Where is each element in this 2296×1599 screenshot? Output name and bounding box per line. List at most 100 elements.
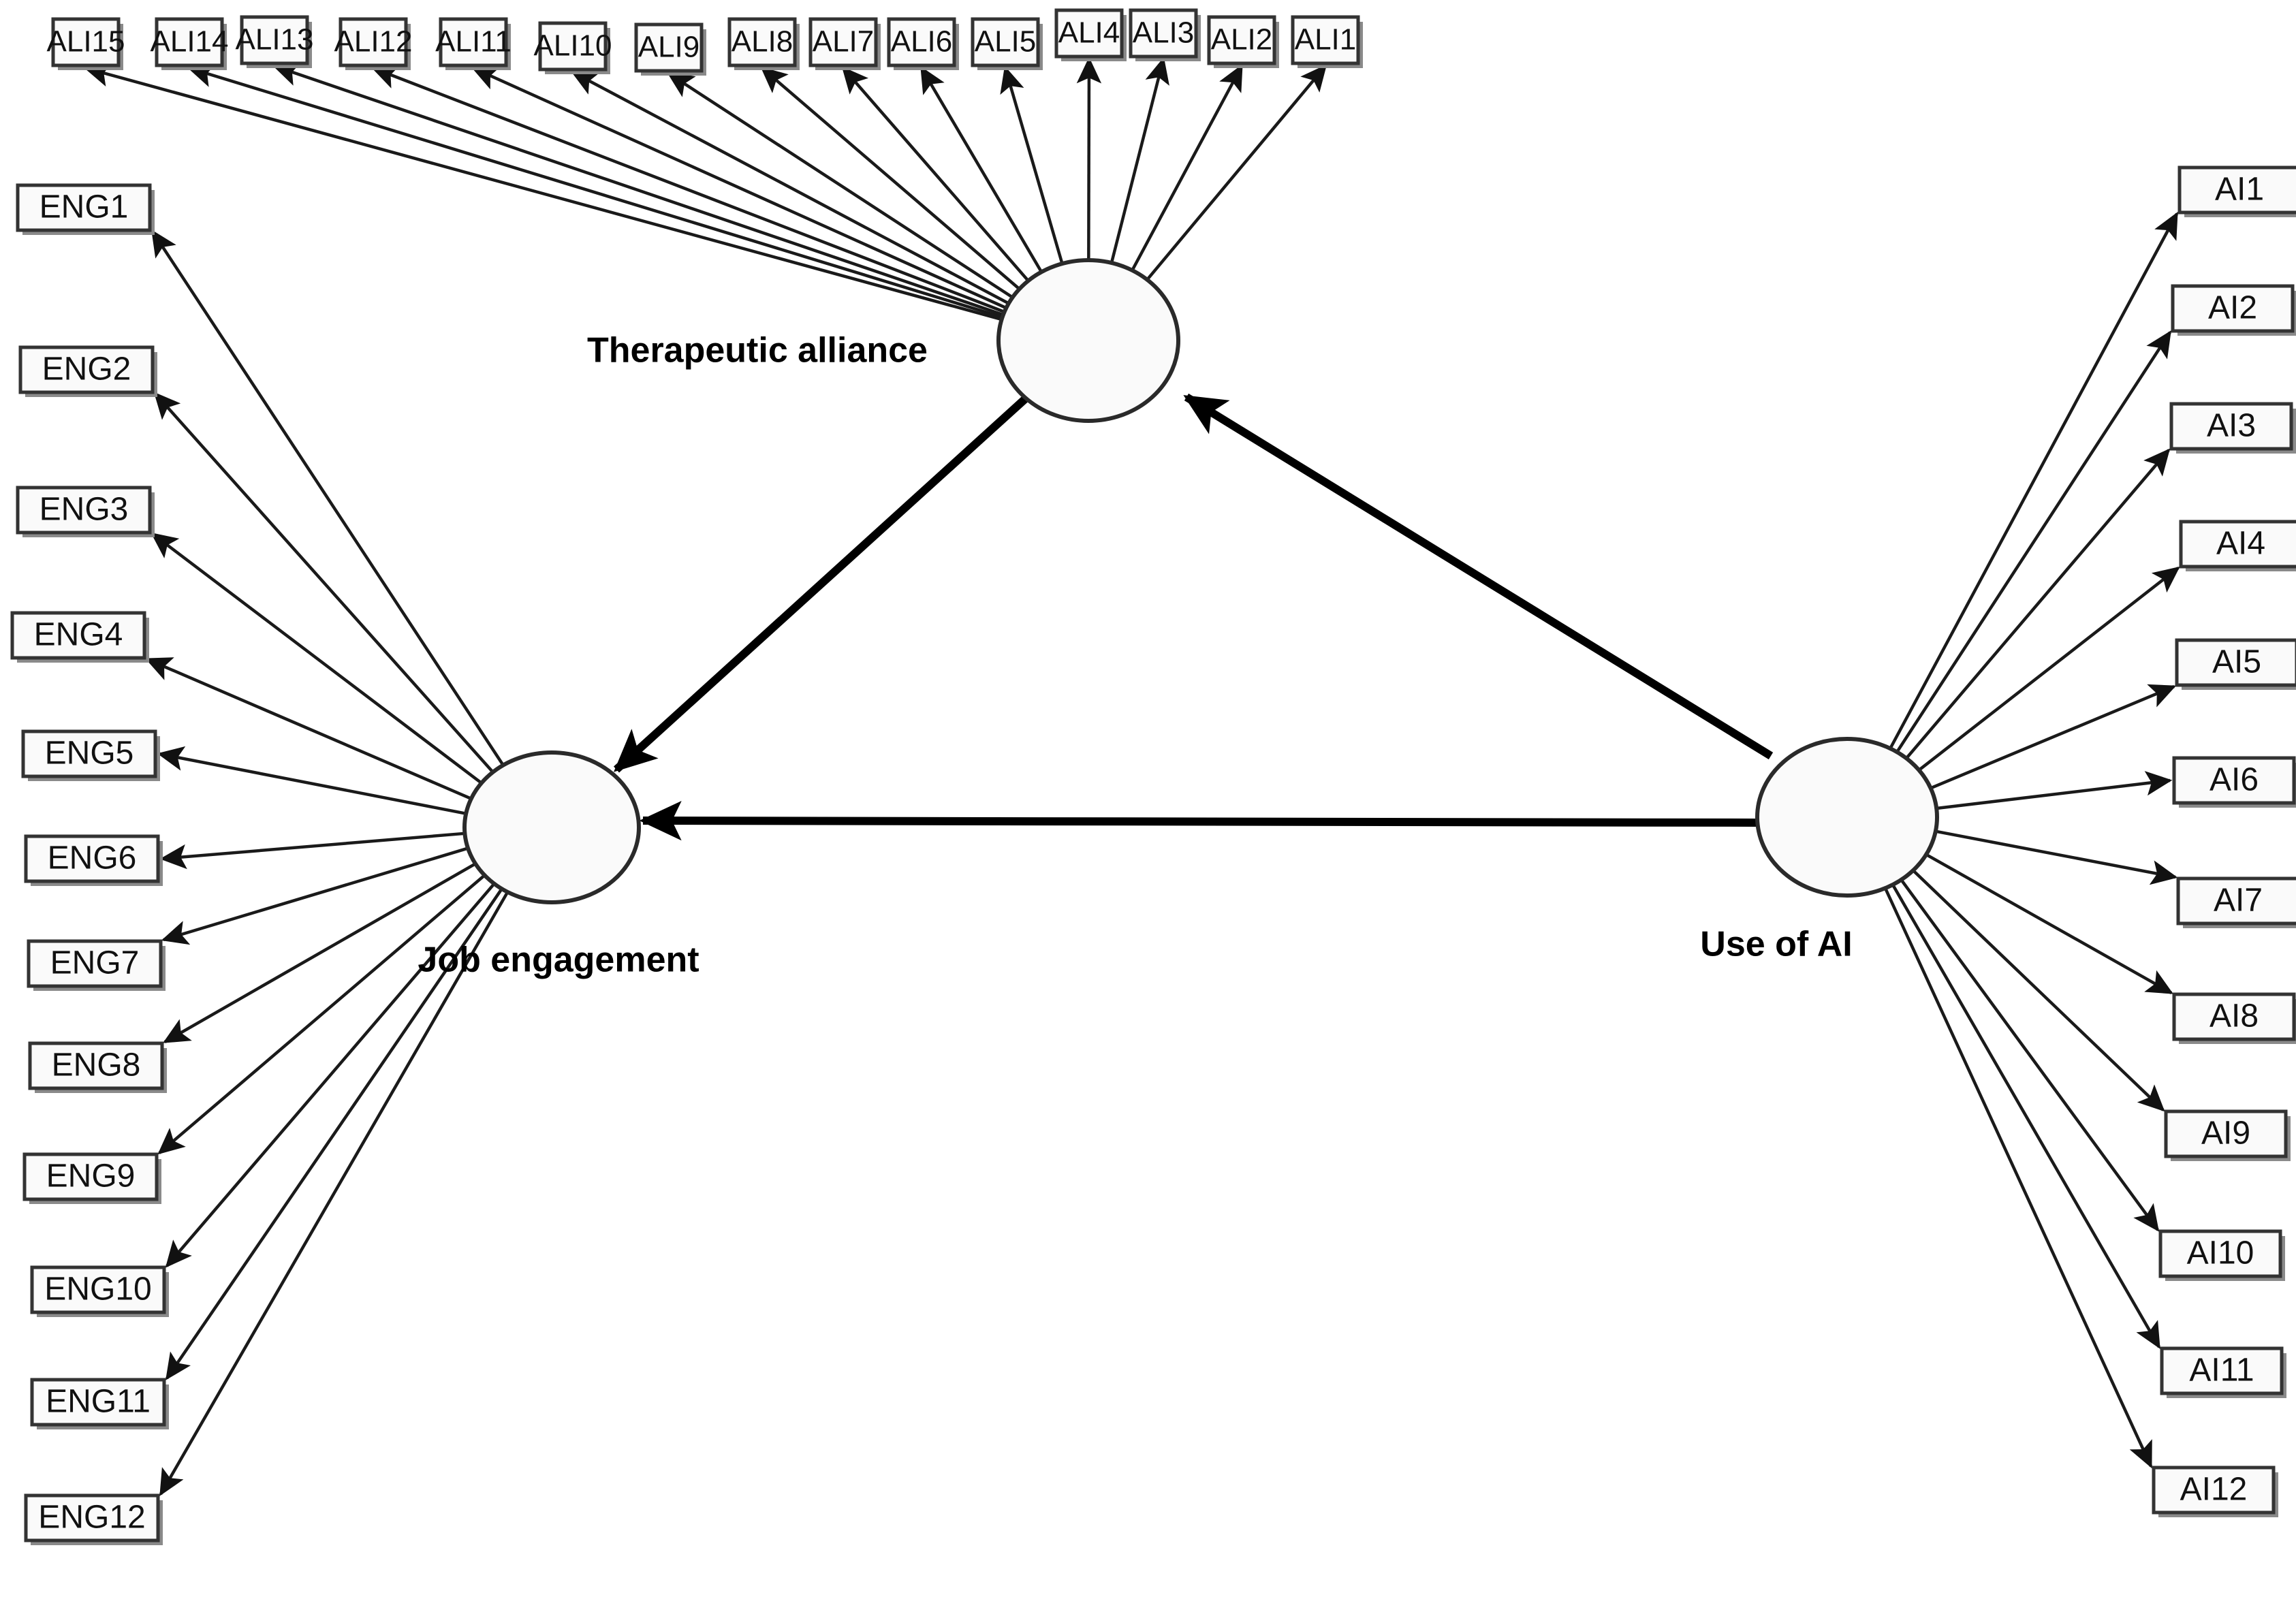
latent-variable-node[interactable] <box>1755 737 1939 898</box>
measurement-arrow <box>1883 887 2153 1469</box>
indicator-label: ENG9 <box>46 1158 136 1194</box>
indicator-label: ALI14 <box>151 25 229 59</box>
indicator-label: ENG7 <box>50 945 140 981</box>
indicator-box[interactable] <box>2160 1346 2284 1395</box>
measurement-arrow <box>161 846 469 945</box>
indicator-label: ALI5 <box>975 25 1037 59</box>
indicator-box[interactable] <box>1054 8 1124 59</box>
indicator-box[interactable] <box>727 17 797 67</box>
indicator-box[interactable] <box>971 17 1040 67</box>
indicator-box[interactable] <box>2152 1466 2276 1515</box>
indicator-label: ALI15 <box>47 25 125 59</box>
measurement-arrow <box>1918 566 2180 772</box>
indicator-box[interactable] <box>27 939 163 988</box>
measurement-arrow <box>153 392 494 774</box>
indicator-box[interactable] <box>16 486 152 535</box>
measurement-arrow <box>1935 829 2178 885</box>
indicator-box[interactable] <box>2175 638 2296 687</box>
measurement-arrow <box>1912 869 2165 1112</box>
measurement-arrow <box>157 874 486 1155</box>
measurement-arrow <box>165 883 496 1268</box>
measurement-arrow <box>151 532 483 785</box>
indicator-box[interactable] <box>30 1265 166 1314</box>
indicator-box[interactable] <box>2179 520 2296 569</box>
indicator-box[interactable] <box>2172 992 2296 1041</box>
indicator-box[interactable] <box>240 15 309 65</box>
measurement-arrow <box>163 862 477 1043</box>
measurement-arrow <box>151 229 505 766</box>
indicator-box[interactable] <box>51 17 121 67</box>
indicator-box[interactable] <box>2172 756 2296 805</box>
indicator-label: ENG6 <box>48 840 137 876</box>
indicator-box[interactable] <box>10 611 146 660</box>
measurement-arrow <box>1936 771 2173 810</box>
indicator-label: AI10 <box>2187 1235 2254 1271</box>
indicator-box[interactable] <box>28 1041 164 1090</box>
indicator-box[interactable] <box>21 729 157 778</box>
indicator-label: AI11 <box>2189 1352 2254 1389</box>
indicator-label: ENG3 <box>40 492 129 528</box>
indicator-box[interactable] <box>1129 8 1198 59</box>
indicator-label: AI7 <box>2214 883 2263 919</box>
indicator-box[interactable] <box>538 21 608 72</box>
indicator-label: AI6 <box>2209 762 2259 798</box>
indicator-box[interactable] <box>2169 402 2293 451</box>
indicator-box[interactable] <box>439 17 508 67</box>
measurement-arrow <box>667 72 1013 299</box>
indicator-box[interactable] <box>24 834 160 883</box>
measurement-arrow <box>371 65 1005 314</box>
indicator-box[interactable] <box>634 22 704 73</box>
indicator-box[interactable] <box>887 17 956 67</box>
indicator-label: ENG11 <box>46 1384 151 1420</box>
measurement-arrow <box>187 63 1003 319</box>
latent-variable-label: Therapeutic alliance <box>587 331 928 370</box>
indicator-box[interactable] <box>2164 1109 2288 1158</box>
indicator-box[interactable] <box>339 17 408 67</box>
indicator-box[interactable] <box>2158 1229 2282 1278</box>
indicator-label: ENG5 <box>45 735 134 772</box>
structural-path-alliance-to-engagement[interactable] <box>613 395 1029 773</box>
structural-paths-group <box>613 393 1774 841</box>
indicator-box[interactable] <box>808 17 878 67</box>
indicator-box[interactable] <box>22 1152 159 1201</box>
measurement-arrow <box>1900 878 2159 1232</box>
measurement-arrow <box>1131 64 1243 272</box>
latent-variable-node[interactable] <box>462 750 641 904</box>
indicator-box[interactable] <box>2171 284 2295 333</box>
measurement-arrow <box>920 66 1043 273</box>
indicator-box[interactable] <box>30 1378 166 1427</box>
measurement-paths-group <box>83 57 2180 1496</box>
indicator-label: ENG12 <box>38 1500 145 1536</box>
indicator-label: AI4 <box>2216 526 2265 562</box>
measurement-arrow <box>1905 448 2171 759</box>
indicator-box[interactable] <box>18 345 155 394</box>
structural-path-ai-to-alliance[interactable] <box>1183 393 1774 760</box>
indicator-label: ALI1 <box>1295 23 1357 57</box>
indicator-label: ALI12 <box>334 25 413 59</box>
measurement-arrow <box>272 62 1004 317</box>
measurement-arrow <box>1930 684 2177 790</box>
indicator-label: ENG4 <box>34 617 123 653</box>
indicator-label: ALI2 <box>1211 23 1273 57</box>
indicator-box[interactable] <box>155 17 224 67</box>
indicator-box[interactable] <box>2177 165 2296 215</box>
measurement-arrow <box>1000 65 1064 264</box>
latent-variable-node[interactable] <box>996 258 1180 423</box>
indicator-label: ALI3 <box>1133 16 1195 50</box>
structural-path-ai-to-engagement[interactable] <box>639 800 1757 841</box>
indicator-box[interactable] <box>1207 15 1276 65</box>
indicator-box[interactable] <box>16 183 152 232</box>
measurement-arrow <box>1891 883 2160 1349</box>
indicator-label: ALI7 <box>813 25 875 59</box>
measurement-arrow <box>760 66 1021 291</box>
indicator-box[interactable] <box>1291 15 1360 65</box>
indicator-box[interactable] <box>2176 876 2296 925</box>
indicator-box[interactable] <box>24 1493 160 1542</box>
indicator-label: ALI6 <box>891 25 953 59</box>
indicator-label: ALI10 <box>534 29 612 63</box>
measurement-arrow <box>159 891 509 1496</box>
indicator-label: ALI11 <box>435 25 512 59</box>
latent-variable-label: Job engagement <box>418 940 699 980</box>
